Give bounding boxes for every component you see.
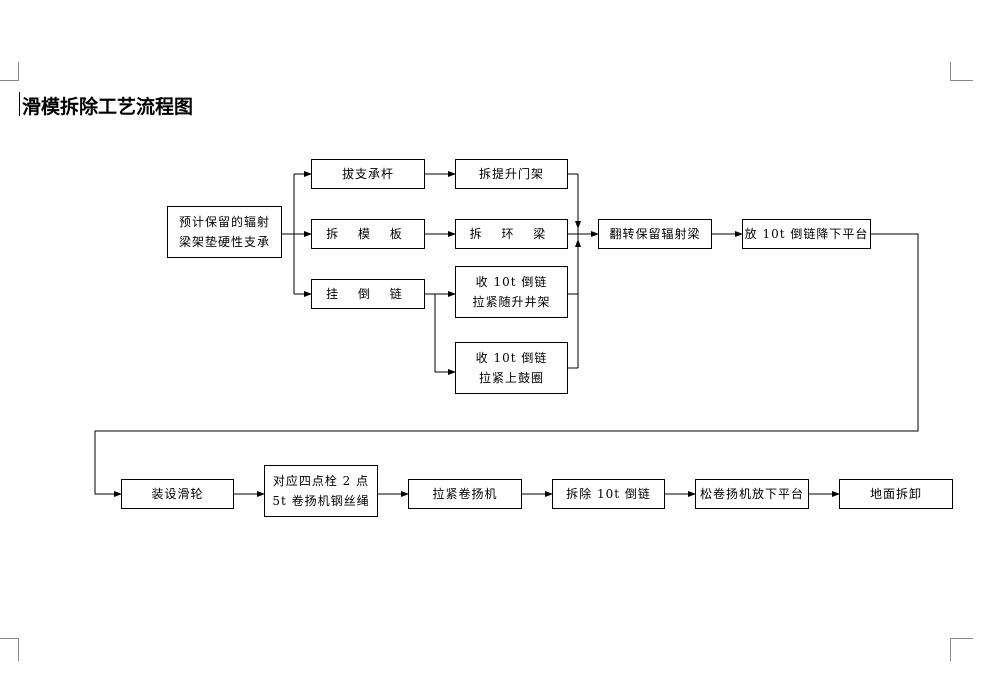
node-tighten-shaft-frame: 收 10t 倒链 拉紧随升井架 — [455, 266, 568, 318]
node-flip-radial-beams: 翻转保留辐射梁 — [598, 219, 712, 249]
crop-mark-bottom-right — [950, 638, 973, 661]
crop-mark-top-right — [950, 62, 973, 81]
node-lower-platform: 放 10t 倒链降下平台 — [742, 219, 871, 249]
crop-mark-bottom-left — [0, 638, 19, 661]
node-temporary-support: 预计保留的辐射 梁架垫硬性支承 — [167, 206, 282, 258]
node-remove-ring-beam: 拆 环 梁 — [455, 219, 568, 249]
node-tighten-winch: 拉紧卷扬机 — [408, 479, 522, 509]
node-install-pulleys: 装设滑轮 — [121, 479, 234, 509]
node-remove-formwork: 拆 模 板 — [311, 219, 425, 249]
crop-mark-top-left — [0, 62, 19, 81]
node-remove-lift-frame: 拆提升门架 — [455, 159, 568, 189]
node-pull-support-rods: 拔支承杆 — [311, 159, 425, 189]
node-remove-chain-hoist: 拆除 10t 倒链 — [552, 479, 665, 509]
page-title: 滑模拆除工艺流程图 — [22, 96, 194, 118]
text-cursor — [19, 92, 20, 116]
node-ground-dismantle: 地面拆卸 — [839, 479, 953, 509]
node-tighten-upper-drum-ring: 收 10t 倒链 拉紧上鼓圈 — [455, 342, 568, 394]
node-release-winch: 松卷扬机放下平台 — [695, 479, 809, 509]
node-tie-winch-cables: 对应四点栓 2 点 5t 卷扬机钢丝绳 — [264, 465, 378, 517]
node-hang-chain-hoist: 挂 倒 链 — [311, 279, 425, 309]
